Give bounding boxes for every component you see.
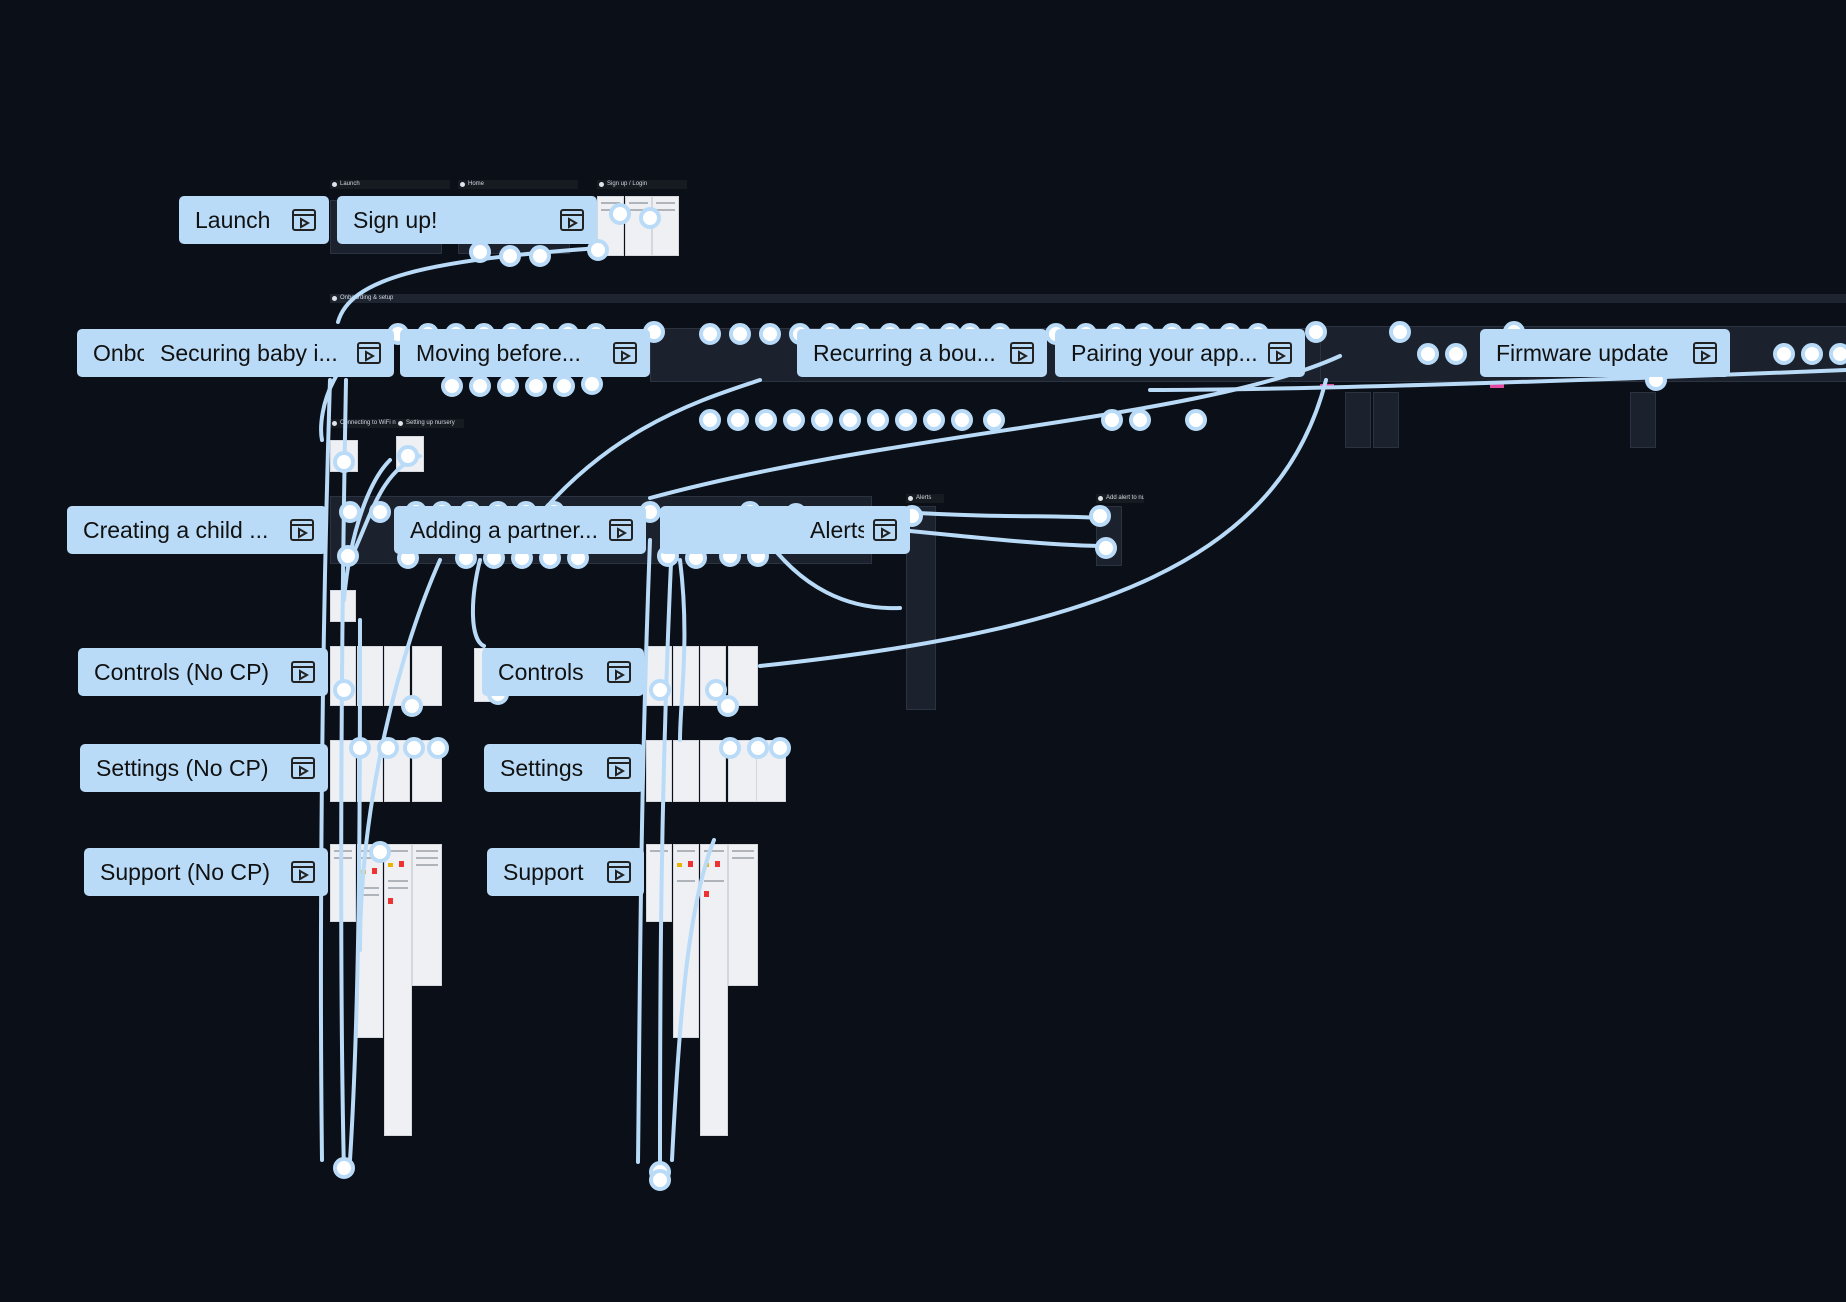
flow-label-launch[interactable]: Launch [179, 196, 329, 244]
flow-label-text: Launch [195, 206, 271, 233]
flow-label-controls-no-cp[interactable]: Controls (No CP) [78, 648, 328, 696]
flow-label-text: Firmware update [1496, 339, 1669, 366]
flow-label-securing-baby[interactable]: Securing baby i... [144, 329, 394, 377]
frame-title-setting-up: Setting up nursery [396, 419, 464, 428]
play-flow-icon [291, 757, 315, 779]
screen-frame [1630, 392, 1656, 448]
play-flow-icon [560, 209, 584, 231]
flow-label-text: Support (No CP) [100, 858, 271, 885]
flow-label-text: Controls [498, 658, 584, 685]
play-flow-icon [873, 519, 897, 541]
pink-marker [1490, 384, 1504, 388]
flow-label-settings[interactable]: Settings [484, 744, 644, 792]
screen-frame-tall [728, 844, 758, 986]
flow-label-text: Pairing your app... [1071, 339, 1258, 366]
frame-title-add-alert: Add alert to nursery [1096, 494, 1144, 503]
flow-label-signup[interactable]: Sign up! [337, 196, 597, 244]
screen-frame [1373, 392, 1399, 448]
flow-label-creating-child[interactable]: Creating a child ... [67, 506, 327, 554]
flow-label-text: Sign up! [353, 206, 438, 233]
flow-label-adding-partner[interactable]: Adding a partner... [394, 506, 646, 554]
flow-label-text: Alerts [810, 516, 864, 543]
flow-label-text: Creating a child ... [83, 516, 269, 543]
screen-frame-tall [646, 844, 672, 922]
play-flow-icon [291, 861, 315, 883]
flow-label-text: Settings [500, 754, 584, 781]
screen-frame-tall [412, 844, 442, 986]
screen-frame [646, 740, 672, 802]
flow-label-text: Settings (No CP) [96, 754, 269, 781]
play-flow-icon [607, 861, 631, 883]
frame-title-onboarding: Onboarding & setup [330, 294, 480, 303]
play-flow-icon [609, 519, 633, 541]
flow-label-alerts[interactable]: Alerts [660, 506, 910, 554]
flow-label-support[interactable]: Support [487, 848, 644, 896]
play-flow-icon [607, 661, 631, 683]
screen-frame-tall [673, 844, 699, 1038]
flow-label-firmware[interactable]: Firmware update [1480, 329, 1730, 377]
screen-frame-tall [906, 506, 936, 710]
flow-label-text: Controls (No CP) [94, 658, 270, 685]
frame-title-alerts: Alerts [906, 494, 944, 503]
flow-label-text: Recurring a bou... [813, 339, 996, 366]
play-flow-icon [292, 209, 316, 231]
play-flow-icon [1010, 342, 1034, 364]
frame-title-home: Home [458, 180, 578, 189]
screen-frame [728, 646, 758, 706]
flow-label-recurring[interactable]: Recurring a bou... [797, 329, 1047, 377]
flow-label-text: Adding a partner... [410, 516, 598, 543]
flow-label-text: Support [503, 858, 584, 885]
flow-label-controls[interactable]: Controls [482, 648, 644, 696]
play-flow-icon [291, 661, 315, 683]
flow-label-moving-before[interactable]: Moving before... [400, 329, 650, 377]
screen-frame [1345, 392, 1371, 448]
screen-frame [673, 740, 699, 802]
flow-label-text: Onbo [93, 339, 150, 366]
play-flow-icon [1693, 342, 1717, 364]
flow-label-support-no-cp[interactable]: Support (No CP) [84, 848, 328, 896]
screen-frame [412, 646, 442, 706]
section-bar-onboarding [330, 294, 1846, 303]
frame-title-connect-wifi: Connecting to WiFi network [330, 419, 398, 428]
screen-frame-tall [384, 844, 412, 1136]
play-flow-icon [290, 519, 314, 541]
frame-title-launch: Launch [330, 180, 450, 189]
screen-frame [652, 196, 679, 256]
flow-label-text: Moving before... [416, 339, 581, 366]
frame-title-signup: Sign up / Login [597, 180, 687, 189]
play-flow-icon [607, 757, 631, 779]
flow-label-pairing[interactable]: Pairing your app... [1055, 329, 1305, 377]
play-flow-icon [613, 342, 637, 364]
play-flow-icon [1268, 342, 1292, 364]
flow-label-settings-no-cp[interactable]: Settings (No CP) [80, 744, 328, 792]
play-flow-icon [357, 342, 381, 364]
flow-label-text: Securing baby i... [160, 339, 338, 366]
